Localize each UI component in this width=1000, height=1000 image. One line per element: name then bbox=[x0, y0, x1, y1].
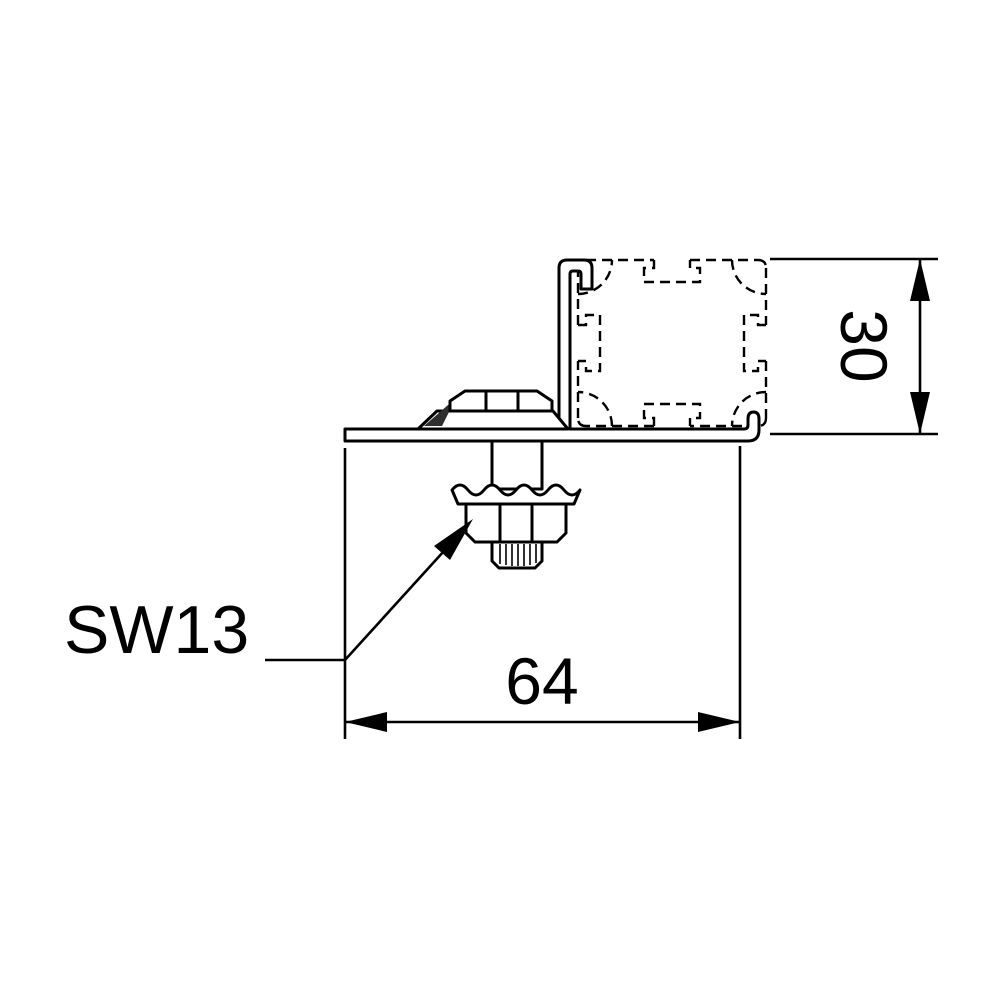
bolt-head bbox=[416, 389, 570, 431]
profile-slot-top bbox=[642, 260, 702, 284]
profile-slot-right bbox=[742, 313, 766, 373]
aluminum-profile-outline bbox=[576, 258, 768, 428]
wrench-size-callout: SW13 bbox=[64, 519, 473, 668]
height-dimension-label: 30 bbox=[827, 309, 901, 382]
profile-corner-channel-bl bbox=[577, 390, 614, 427]
height-arrow-bottom bbox=[910, 392, 930, 434]
hex-nut-facet-lines bbox=[498, 502, 534, 544]
stud-thread-lines bbox=[499, 544, 537, 566]
bolt-head-flange-shading bbox=[424, 398, 456, 426]
width-dimension: 64 bbox=[343, 446, 742, 739]
height-arrow-top bbox=[910, 259, 930, 301]
bolt-head-hex bbox=[448, 389, 554, 413]
height-dimension: 30 bbox=[770, 257, 938, 436]
hex-nut bbox=[464, 502, 568, 544]
width-dimension-label: 64 bbox=[505, 644, 578, 718]
callout-leader-line bbox=[265, 550, 445, 662]
bolt-shaft bbox=[490, 439, 544, 491]
profile-corner-rounds bbox=[576, 258, 768, 428]
profile-slot-left bbox=[578, 313, 602, 373]
serrated-washer bbox=[450, 483, 582, 506]
mounting-bracket bbox=[343, 258, 761, 443]
profile-corner-channel-tr bbox=[730, 259, 767, 296]
profile-slot-bottom bbox=[642, 402, 702, 426]
wrench-size-label: SW13 bbox=[64, 592, 249, 668]
profile-corner-channel-br bbox=[730, 390, 767, 427]
width-arrow-right bbox=[698, 712, 740, 732]
bolt-head-facet-lines bbox=[484, 389, 520, 413]
width-arrow-left bbox=[345, 712, 387, 732]
profile-corner-channel-tl bbox=[577, 259, 614, 296]
callout-arrowhead bbox=[434, 519, 473, 560]
